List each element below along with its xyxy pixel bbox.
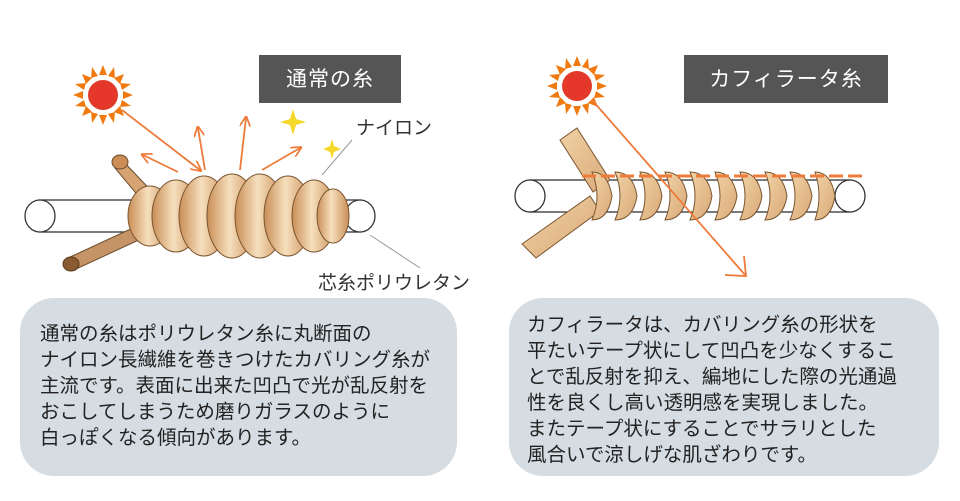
description-line: カフィラータは、カバリング糸の形状を — [527, 313, 878, 336]
description-line: またテープ状にすることでサラリとした — [527, 417, 877, 440]
title-caffilata-yarn: カフィラータ糸 — [684, 55, 888, 103]
core-leader-line — [369, 234, 421, 269]
description-line: 平たいテープ状にして凹凸を少なくするこ — [527, 339, 896, 362]
description-line: とで乱反射を抑え、編地にした際の光通過 — [527, 365, 897, 388]
nylon-leader-line — [321, 139, 353, 176]
description-line: おこしてしまうため磨りガラスのように — [40, 400, 391, 423]
description-line: ナイロン長繊維を巻きつけたカバリング糸が — [40, 348, 431, 371]
scattered-light-arrows — [121, 109, 300, 173]
title-normal-yarn: 通常の糸 — [259, 55, 401, 103]
transmitted-light-arrow — [591, 99, 747, 277]
sparkle-icon — [280, 109, 341, 159]
description-line: 風合いで涼しげな肌ざわりです。 — [527, 443, 817, 466]
description-panel-left: 通常の糸はポリウレタン糸に丸断面の ナイロン長繊維を巻きつけたカバリング糸が 主… — [20, 298, 457, 476]
sun-icon-left — [73, 65, 133, 125]
description-line: 通常の糸はポリウレタン糸に丸断面の — [40, 322, 372, 345]
label-nylon: ナイロン — [356, 117, 433, 139]
description-line: 白っぽくなる傾向があります。 — [40, 426, 312, 449]
description-panel-right: カフィラータは、カバリング糸の形状を 平たいテープ状にして凹凸を少なくするこ と… — [509, 298, 939, 476]
description-line: 性を良くし高い透明感を実現しました。 — [527, 391, 879, 414]
tape-coils-right — [591, 171, 836, 221]
label-core-polyurethane: 芯糸ポリウレタン — [318, 272, 471, 294]
description-line: 主流です。表面に出来た凹凸で光が乱反射を — [40, 374, 429, 397]
nylon-coils-left — [127, 173, 350, 259]
